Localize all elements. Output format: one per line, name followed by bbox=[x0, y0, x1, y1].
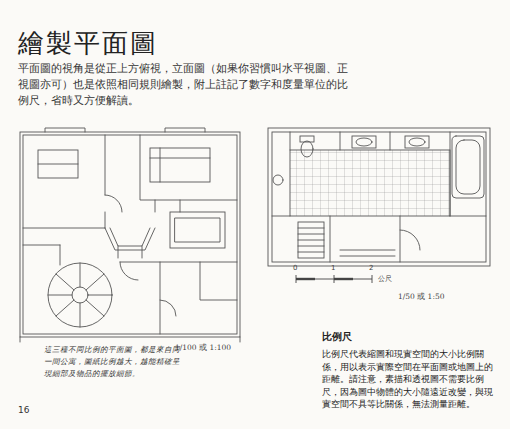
scale-note: 1/100 或 1:100 bbox=[175, 343, 231, 353]
scale-note: 1/50 或 1:50 bbox=[398, 292, 444, 302]
page-title: 繪製平面圖 bbox=[18, 28, 158, 58]
scale-tick: 0 bbox=[293, 264, 297, 273]
scale-tick: 2 bbox=[369, 264, 373, 273]
sidebar-box: 比例尺比例尺代表縮圖和現實空間的大小比例關係，用以表示實際空間在平面圖或地圖上的… bbox=[322, 330, 494, 411]
sidebar-body: 比例尺代表縮圖和現實空間的大小比例關係，用以表示實際空間在平面圖或地圖上的距離。… bbox=[322, 348, 494, 411]
intro-paragraph: 平面圖的視角是從正上方俯視，立面圖（如果你習慣叫水平視圖、正視圖亦可）也是依照相… bbox=[18, 60, 358, 108]
scale-unit: 公尺 bbox=[378, 275, 392, 284]
page-number: 16 bbox=[18, 404, 29, 416]
sidebar-heading: 比例尺 bbox=[322, 330, 494, 344]
apartment-plan-1-100 bbox=[20, 128, 240, 342]
bathroom-plan-1-50 bbox=[268, 128, 490, 266]
handwritten-note: 這三種不同比例的平面圖，都是來自同一間公寓，圖紙比例越大，越能精確呈現細部及物品… bbox=[44, 344, 184, 380]
scale-tick: 1 bbox=[331, 264, 335, 273]
scale-bar bbox=[296, 275, 372, 283]
